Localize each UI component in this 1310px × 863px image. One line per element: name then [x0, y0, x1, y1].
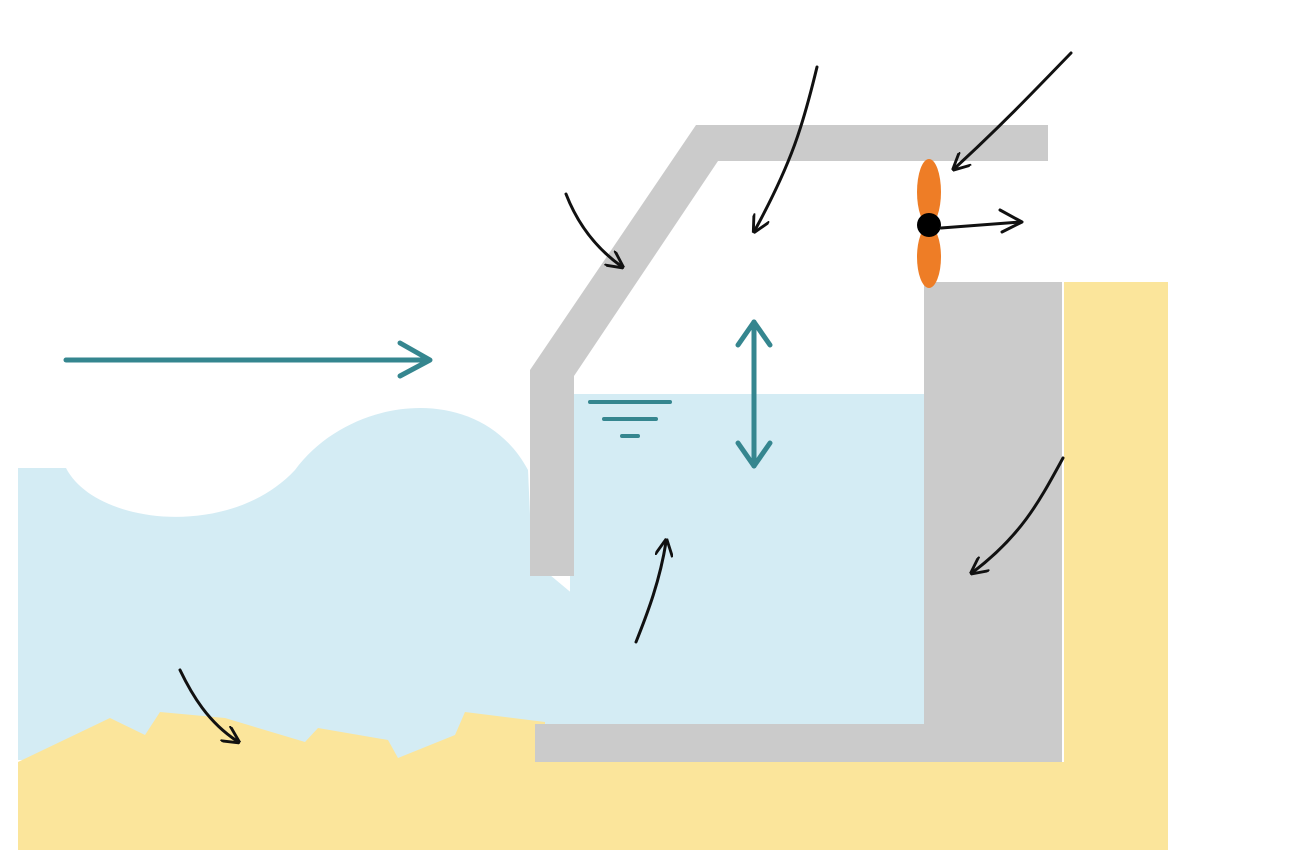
turbine-blade-bottom [917, 226, 941, 288]
pointer-arrow-sea-bed [178, 668, 237, 741]
wave-direction-arrow [63, 340, 433, 379]
water-level-symbol-icon [588, 400, 672, 438]
sea-bed [18, 712, 1168, 850]
chamber-water [570, 394, 926, 724]
pointer-arrow-water-column [634, 542, 666, 644]
turbine [917, 159, 941, 288]
pointer-arrow-turbine [955, 51, 1073, 168]
turbine-hub [917, 213, 941, 237]
coast-sand [1064, 282, 1168, 850]
back-wall [924, 282, 1062, 762]
water-level-oscillation-arrow [735, 319, 773, 469]
pointer-arrow-air-chamber [755, 65, 819, 230]
air-outflow-arrow [939, 208, 1024, 234]
chamber-floor [535, 724, 1062, 762]
front-wall-and-roof [530, 125, 1048, 576]
turbine-blade-top [917, 159, 941, 225]
pointer-arrow-roof [564, 192, 621, 266]
pointer-arrow-back-wall [973, 456, 1065, 572]
